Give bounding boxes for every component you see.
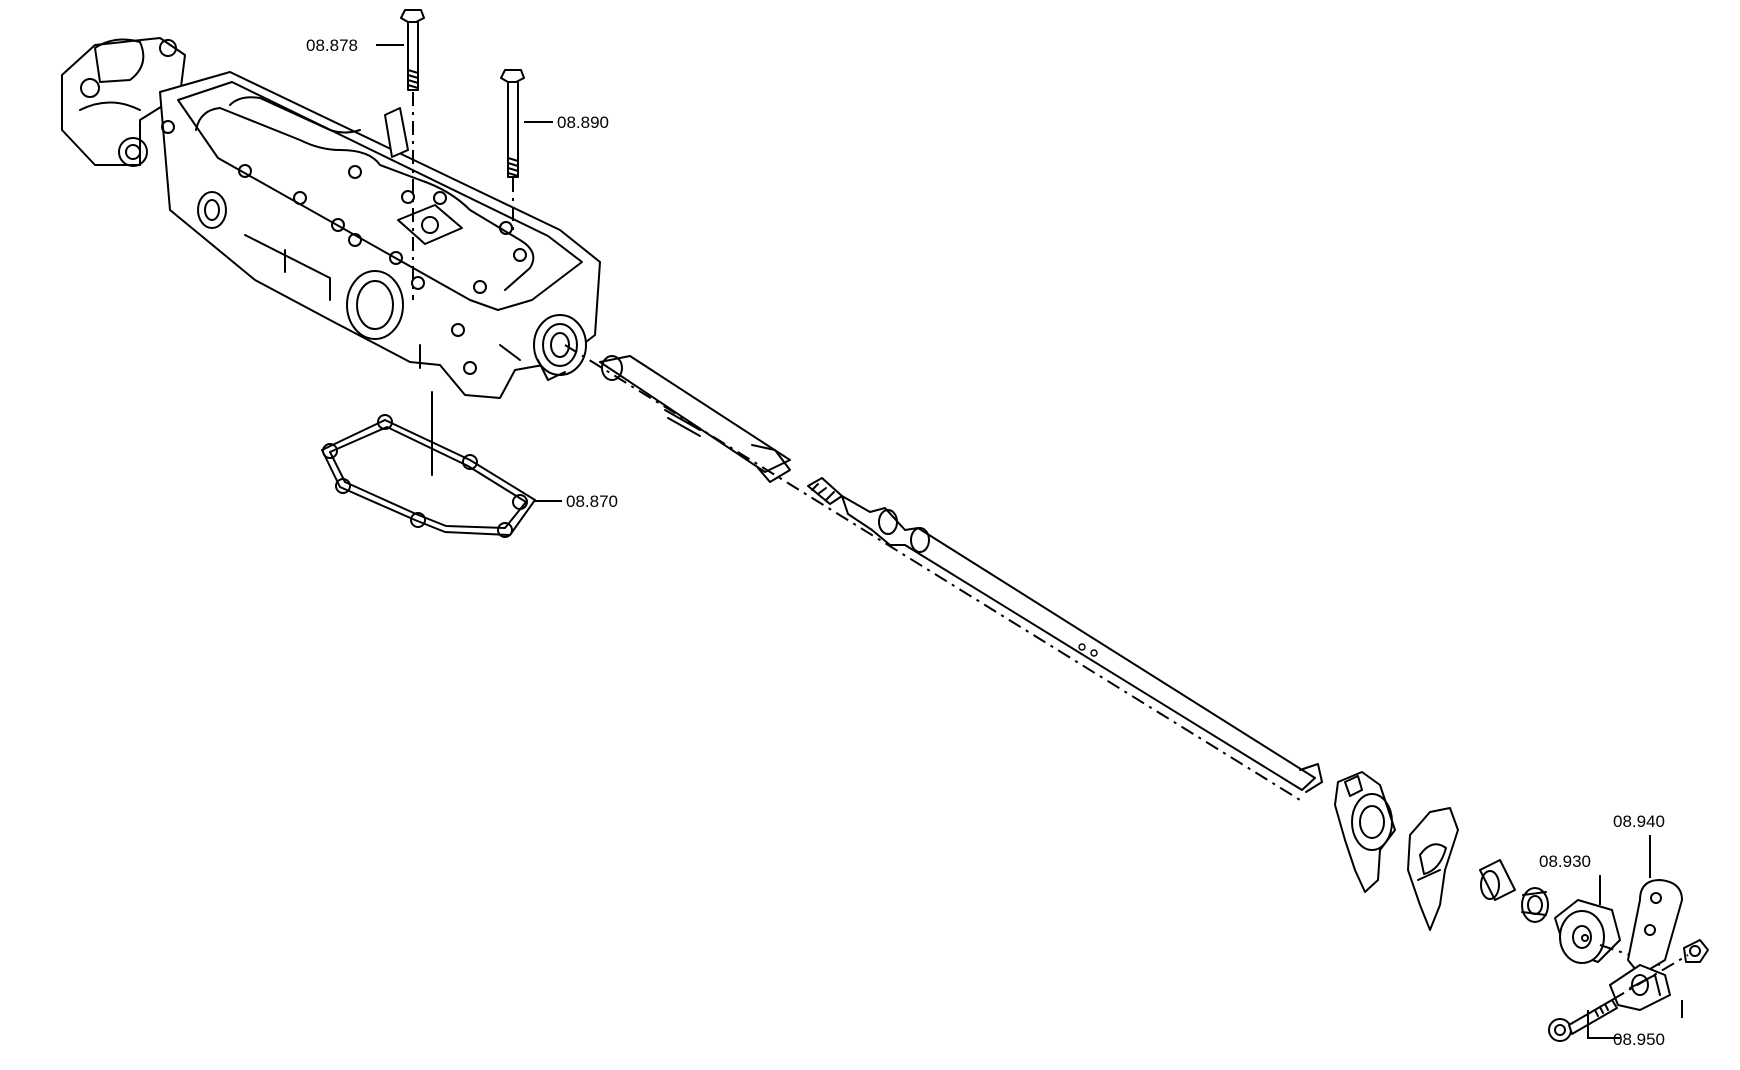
callout-08950: 08.950 <box>1613 1030 1665 1049</box>
hex-nut-08950 <box>1683 939 1709 963</box>
sleeve <box>599 355 791 483</box>
shift-fork-2 <box>1407 807 1459 931</box>
leader-lines <box>376 44 1683 1039</box>
lever-bracket <box>1609 879 1683 1011</box>
shift-fork-1 <box>1334 771 1396 893</box>
hex-bolt-08878 <box>400 9 425 300</box>
shift-housing <box>61 37 601 399</box>
hex-bolt-08890 <box>500 69 525 235</box>
shift-rod <box>807 477 1323 793</box>
callout-08890: 08.890 <box>557 113 609 132</box>
callout-08930: 08.930 <box>1539 852 1591 871</box>
callout-08870: 08.870 <box>566 492 618 511</box>
callout-08878: 08.878 <box>306 36 358 55</box>
gasket <box>321 391 536 538</box>
bushing <box>1479 859 1516 901</box>
callout-08940: 08.940 <box>1613 812 1665 831</box>
castle-nut <box>1521 887 1549 923</box>
hex-bolt-08950 <box>1548 999 1618 1042</box>
roller-08930 <box>1554 899 1621 964</box>
